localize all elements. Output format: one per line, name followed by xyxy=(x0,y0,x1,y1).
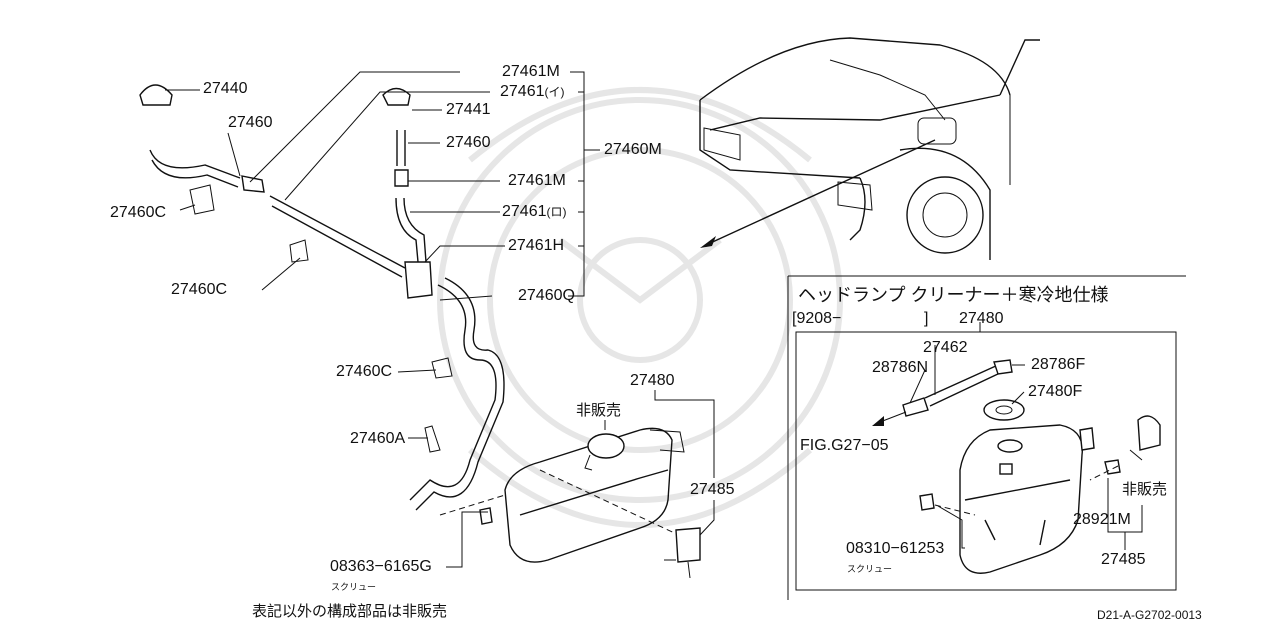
inset-part-28786n-label[interactable]: 28786N xyxy=(872,359,929,376)
vehicle-illustration xyxy=(699,37,1040,260)
footer-note: 表記以外の構成部品は非販売 xyxy=(252,603,448,620)
inset-title: ヘッドランプ クリーナー＋寒冷地仕様 xyxy=(798,285,1109,305)
inset-part-27462-label[interactable]: 27462 xyxy=(923,339,968,356)
part-27461-i-label[interactable]: 27461(イ) xyxy=(500,83,565,101)
watermark-emblem xyxy=(437,87,843,528)
part-27440-label[interactable]: 27440 xyxy=(203,80,248,97)
part-27461m-label-1[interactable]: 27461M xyxy=(502,63,560,80)
leader-lines xyxy=(165,71,715,568)
screw-caption: スクリュー xyxy=(331,582,377,592)
part-27460c-clip-label-3[interactable]: 27460C xyxy=(336,363,393,380)
washer-tank xyxy=(439,427,701,579)
inset-part-27480-label[interactable]: 27480 xyxy=(959,310,1004,327)
part-27461-ro-mark: (ロ) xyxy=(546,205,567,219)
hose-assembly xyxy=(139,84,505,511)
part-27461-ro-label[interactable]: 27461(ロ) xyxy=(502,203,567,221)
inset-figure-reference-link[interactable]: FIG.G27−05 xyxy=(800,437,889,454)
inset-screw-number-label[interactable]: 08310−61253 xyxy=(846,540,945,557)
part-27480-label[interactable]: 27480 xyxy=(630,372,675,389)
part-27460-hose-label[interactable]: 27460 xyxy=(228,114,273,131)
inset-frame xyxy=(787,275,1186,600)
part-27460c-clip-label-2[interactable]: 27460C xyxy=(171,281,228,298)
inset-part-28786f-label[interactable]: 28786F xyxy=(1031,356,1086,373)
inset-part-27480f-label[interactable]: 27480F xyxy=(1028,383,1083,400)
inset-date-range-open: [9208− xyxy=(792,310,842,327)
part-27460c-clip-label-1[interactable]: 27460C xyxy=(110,204,167,221)
part-27461m-label-2[interactable]: 27461M xyxy=(508,172,566,189)
inset-not-sold-label: 非販売 xyxy=(1122,481,1168,498)
part-screw-number-label[interactable]: 08363−6165G xyxy=(330,558,432,575)
part-27460q-label[interactable]: 27460Q xyxy=(518,287,575,304)
inset-leader-lines xyxy=(909,345,1143,550)
part-27461-i-number: 27461 xyxy=(500,83,545,100)
part-27460-hose-label-2[interactable]: 27460 xyxy=(446,134,491,151)
inset-screw-caption: スクリュー xyxy=(847,564,893,574)
diagram-code: D21-A-G2702-0013 xyxy=(1097,608,1202,622)
inset-part-28921m-label[interactable]: 28921M xyxy=(1073,511,1131,528)
part-27441-label[interactable]: 27441 xyxy=(446,101,491,118)
inset-drawing xyxy=(872,359,1161,574)
part-27485-label[interactable]: 27485 xyxy=(690,481,735,498)
inset-date-range-close: ] xyxy=(924,310,929,327)
part-27461-i-mark: (イ) xyxy=(544,85,565,99)
part-27461-ro-number: 27461 xyxy=(502,203,547,220)
part-27460m-label[interactable]: 27460M xyxy=(604,141,662,158)
part-27460a-label[interactable]: 27460A xyxy=(350,430,406,447)
inset-part-27485-label[interactable]: 27485 xyxy=(1101,551,1146,568)
part-27461h-label[interactable]: 27461H xyxy=(508,237,565,254)
not-sold-label: 非販売 xyxy=(576,402,622,419)
